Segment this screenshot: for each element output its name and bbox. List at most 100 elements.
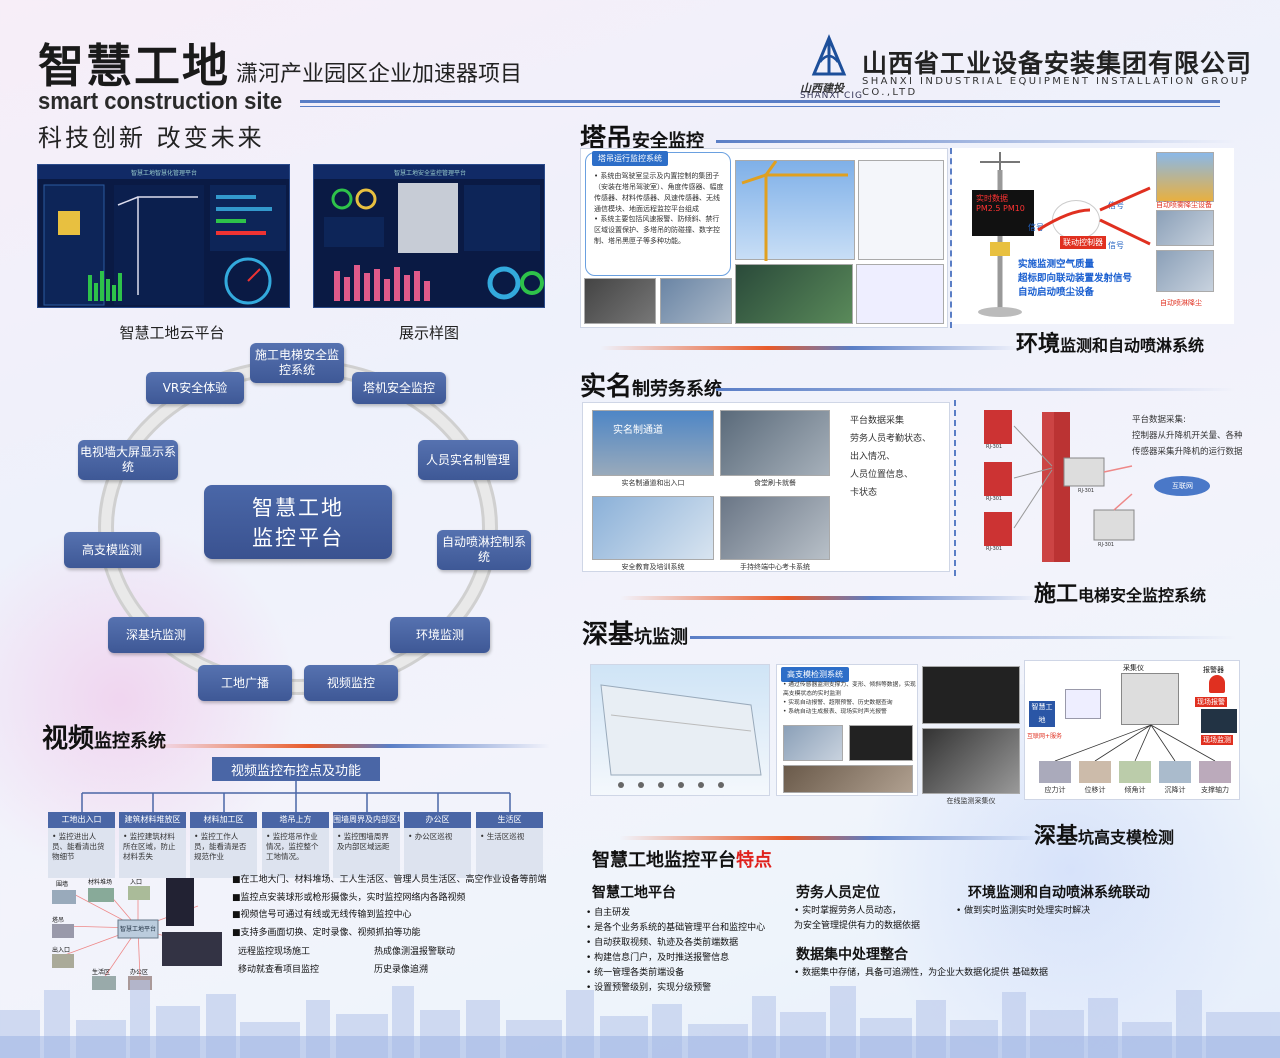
display-sample-screenshot: 智慧工地安全监控管理平台	[313, 164, 545, 308]
tower-text-box: 塔吊运行监控系统 • 系统由驾驶室显示及内置控制的集团子（安装在塔吊驾驶室）、角…	[585, 151, 731, 276]
feature-head-location: 劳务人员定位	[796, 885, 880, 901]
english-title: smart construction site	[38, 88, 283, 115]
node-tvwall: 电视墙大屏显示系统	[78, 440, 178, 480]
node-pit: 深基坑监测	[108, 617, 204, 653]
video-points-head: 视频监控布控点及功能	[212, 757, 380, 781]
env-lcd: 实时数据 PM2.5 PM10	[976, 194, 1025, 213]
node-env: 环境监测	[390, 617, 490, 653]
spray-label: 自动喷淋降尘	[1160, 299, 1202, 307]
video-tree-lines	[81, 781, 511, 812]
diagram-label: 塔吊	[52, 916, 64, 924]
section-bar	[716, 388, 1236, 391]
realname-text: 平台数据采集 劳务人员考勤状态、 出入情况、 人员位置信息、 卡状态	[850, 416, 932, 498]
caption-cloud-platform: 智慧工地云平台	[119, 324, 225, 342]
realname-photo	[720, 496, 830, 560]
feature-head-data: 数据集中处理整合	[796, 947, 908, 963]
node-video: 视频监控	[304, 665, 398, 701]
tower-devices	[858, 160, 944, 260]
pit-diagram	[590, 664, 770, 796]
feature-head-platform: 智慧工地平台	[592, 885, 676, 901]
tower-crane-photo	[735, 160, 855, 261]
realname-photo	[592, 496, 714, 560]
company-name: 山西省工业设备安装集团有限公司	[862, 49, 1253, 78]
project-name: 潇河产业园区企业加速器项目	[236, 62, 523, 87]
pit-system-diagram: 智慧工地 互联网+服务 采集仪 报警器 现场报警 现场监测 应力计 位移计 倾角…	[1024, 660, 1240, 800]
tower-photo	[584, 278, 656, 324]
diagram-label: 入口	[130, 879, 142, 886]
feature-list-env: • 做到实时监测实时处理实时解决	[956, 906, 1091, 916]
feature-head-env: 环境监测和自动喷淋系统联动	[968, 885, 1150, 901]
page-title: 智慧工地	[38, 39, 230, 93]
tower-network	[856, 264, 944, 324]
video-feature-list: ■在工地大门、材料堆场、工人生活区、管理人员生活区、高空作业设备等前端 ■监控点…	[232, 875, 547, 938]
video-func-3: 移动就查看项目监控	[238, 965, 320, 975]
signal-label: 信号	[1108, 201, 1124, 210]
realname-section-title: 实名制劳务系统	[580, 372, 723, 402]
feature-list-platform: • 自主研发 • 是各个业务系统的基础管理平台和监控中心 • 自动获取视频、轨迹…	[586, 908, 766, 993]
realname-caption: 食堂刷卡就餐	[754, 479, 796, 487]
section-bar	[150, 744, 550, 748]
realname-photo: 实名制通道	[592, 410, 714, 476]
signal-arrows	[1037, 186, 1151, 246]
slogan: 科技创新 改变未来	[38, 124, 265, 152]
pit-caption: 在线监测采集仪	[946, 797, 996, 805]
logo-text: 山西建投	[800, 82, 844, 95]
title-small: 监控系统	[94, 731, 167, 752]
spray-photo	[1156, 250, 1214, 292]
controller-label: 联动控制器	[1060, 236, 1106, 249]
node-formwork: 高支模监测	[64, 532, 160, 568]
formwork-section-title: 深基坑高支模检测	[1034, 824, 1175, 849]
video-col-entrance: 工地出入口• 监控进出人员、能看清出货物细节	[48, 812, 115, 878]
formwork-panel: 高支模检测系统 • 通过传感器监测支撑力、变形、倾斜等数据，实现 高支模状态的实…	[776, 664, 918, 796]
video-func-2: 热成像测温报警联动	[374, 947, 456, 957]
node-broadcast: 工地广播	[198, 665, 292, 701]
diagram-label: 围墙	[56, 880, 68, 888]
diagram-label: 生活区	[92, 968, 110, 976]
env-description: 实施监测空气质量 超标即向联动装置发射信号 自动启动喷尘设备	[1018, 259, 1133, 298]
diagram-label: 材料堆场	[88, 878, 112, 886]
elevator-section-title: 施工电梯安全监控系统	[1034, 582, 1207, 607]
logo-text-en: SHANXI CIG	[800, 91, 863, 101]
video-section-title: 视频监控系统	[42, 718, 166, 755]
realname-caption: 手持终端中心考卡系统	[740, 563, 810, 571]
header-divider	[300, 100, 1220, 103]
caption-display-sample: 展示样图	[398, 324, 459, 342]
city-skyline-decoration	[0, 980, 1280, 1058]
divider	[950, 148, 952, 328]
divider	[954, 400, 956, 576]
center-line2: 监控平台	[252, 526, 344, 550]
screen-title: 智慧工地安全监控管理平台	[394, 169, 466, 177]
video-col-perimeter: 围墙周界及内部区域• 监控围墙周界及内部区域远距	[333, 812, 400, 878]
elevator-text: 平台数据采集: 控制器从升降机开关量、各种 传感器采集升降机的运行数据	[1132, 415, 1243, 457]
realname-caption: 实名制通道和出入口	[621, 479, 685, 487]
cloud-platform-screenshot: 智慧工地智慧化管理平台	[37, 164, 290, 308]
section-bar	[716, 140, 1236, 143]
signal-label: 信号	[1108, 241, 1124, 250]
video-func-4: 历史录像追溯	[374, 965, 429, 975]
section-bar	[620, 836, 1040, 840]
diagram-label: 办公区	[130, 968, 148, 976]
diagram-center: 智慧工地平台	[120, 925, 156, 933]
tower-tag: 塔吊运行监控系统	[592, 151, 668, 166]
center-line1: 智慧工地	[252, 496, 344, 520]
realname-photo	[720, 410, 830, 476]
title-big: 视频	[42, 724, 95, 754]
node-spray: 自动喷淋控制系统	[437, 530, 531, 570]
spray-label: 自动喷雾降尘设备	[1156, 201, 1212, 209]
pit-section-title: 深基坑监测	[582, 620, 689, 650]
spray-device-photo	[1156, 152, 1214, 202]
video-func-1: 远程监控现场施工	[238, 947, 311, 957]
section-bar	[600, 346, 1020, 350]
section-bar	[690, 636, 1236, 639]
video-col-office: 办公区• 办公区巡视	[404, 812, 471, 878]
video-col-materials: 建筑材料堆放区• 监控建筑材料所在区域，防止材料丢失	[119, 812, 186, 878]
monitor-device	[922, 666, 1020, 724]
video-col-living: 生活区• 生活区巡视	[476, 812, 543, 878]
company-logo	[811, 34, 847, 76]
feature-list-location: • 实时掌握劳务人员动态， 为安全管理提供有力的数据依据	[794, 906, 921, 931]
video-col-tower: 塔吊上方• 监控塔吊作业情况，监控整个工地情况。	[262, 812, 329, 878]
video-col-processing: 材料加工区• 监控工作人员，能看清是否规范作业	[190, 812, 257, 878]
center-platform-box: 智慧工地 监控平台	[204, 485, 392, 559]
node-vr: VR安全体验	[146, 372, 244, 404]
features-title: 智慧工地监控平台特点	[592, 850, 772, 871]
